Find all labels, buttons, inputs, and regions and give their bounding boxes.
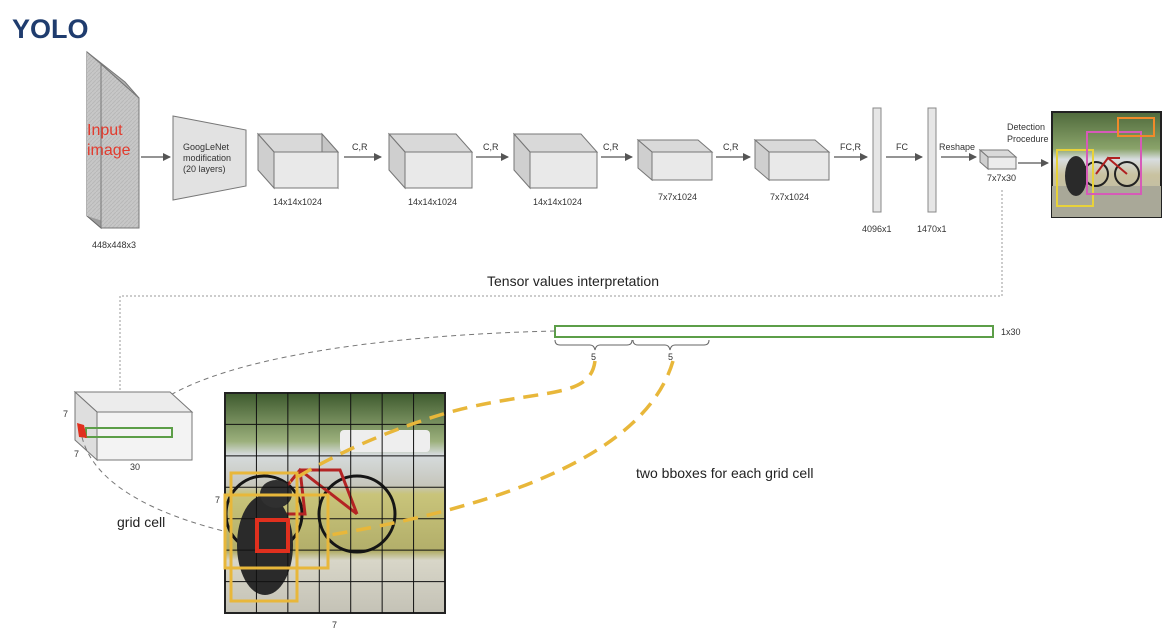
grid-cell-highlight	[255, 518, 290, 553]
cube-height-label: 7	[63, 409, 68, 419]
op-label-1: C,R	[352, 142, 368, 152]
bbox-yellow-2	[223, 493, 330, 570]
fc-layer-2	[927, 107, 937, 213]
bbox-caption: two bboxes for each grid cell	[636, 465, 813, 481]
cube-depth-label: 7	[74, 449, 79, 459]
op-label-2: C,R	[483, 142, 499, 152]
input-image-label-line1: Input	[87, 122, 123, 139]
page-title: YOLO	[12, 14, 89, 44]
feature-block-4	[636, 138, 714, 182]
detection-label-line1: Detection	[1007, 122, 1045, 132]
op-label-3: C,R	[603, 142, 619, 152]
vector-label: 1x30	[1001, 327, 1021, 337]
input-size-label: 448x448x3	[92, 240, 136, 250]
interpretation-heading: Tensor values interpretation	[487, 273, 659, 289]
feature-block-3	[512, 132, 599, 190]
brace-2-label: 5	[668, 352, 673, 362]
grid-bottom-label: 7	[332, 620, 337, 630]
bbox-yellow-1	[229, 471, 299, 603]
fc-layer-2-size: 1470x1	[917, 224, 947, 234]
fc-layer-1	[872, 107, 882, 213]
brace-1-label: 5	[591, 352, 596, 362]
block-3-size: 14x14x1024	[533, 197, 582, 207]
input-image-slab	[86, 50, 140, 230]
block-1-size: 14x14x1024	[273, 197, 322, 207]
googlenet-label-line1: GoogLeNet	[183, 142, 230, 152]
output-tensor-cube	[978, 148, 1018, 171]
dotted-connector	[119, 190, 1003, 395]
tensor-cube	[73, 390, 194, 462]
brace-1	[554, 339, 633, 351]
block-2-size: 14x14x1024	[408, 197, 457, 207]
yellow-dashed-curve-1	[289, 360, 597, 484]
googlenet-label-line3: (20 layers)	[183, 164, 226, 174]
detection-result-image	[1051, 111, 1162, 218]
input-image-label-line2: image	[87, 142, 131, 159]
cube-width-label: 30	[130, 462, 140, 472]
vector-1x30	[554, 325, 994, 338]
output-tensor-size: 7x7x30	[987, 173, 1016, 183]
dashed-curve-cube-to-grid	[81, 436, 246, 537]
feature-block-1	[256, 132, 340, 190]
feature-block-5	[753, 138, 831, 182]
detection-label-line2: Procedure	[1007, 134, 1049, 144]
block-4-size: 7x7x1024	[658, 192, 697, 202]
op-label-7: Reshape	[939, 142, 975, 152]
yellow-dashed-curve-2	[329, 360, 675, 537]
grid-image	[224, 392, 446, 614]
op-label-6: FC	[896, 142, 908, 152]
block-5-size: 7x7x1024	[770, 192, 809, 202]
op-label-5: FC,R	[840, 142, 861, 152]
brace-2	[632, 339, 710, 351]
googlenet-block	[172, 115, 247, 201]
grid-side-label: 7	[215, 495, 220, 505]
feature-block-2	[387, 132, 474, 190]
googlenet-label-line2: modification	[183, 153, 231, 163]
grid-cell-label: grid cell	[117, 514, 165, 530]
op-label-4: C,R	[723, 142, 739, 152]
fc-layer-1-size: 4096x1	[862, 224, 892, 234]
